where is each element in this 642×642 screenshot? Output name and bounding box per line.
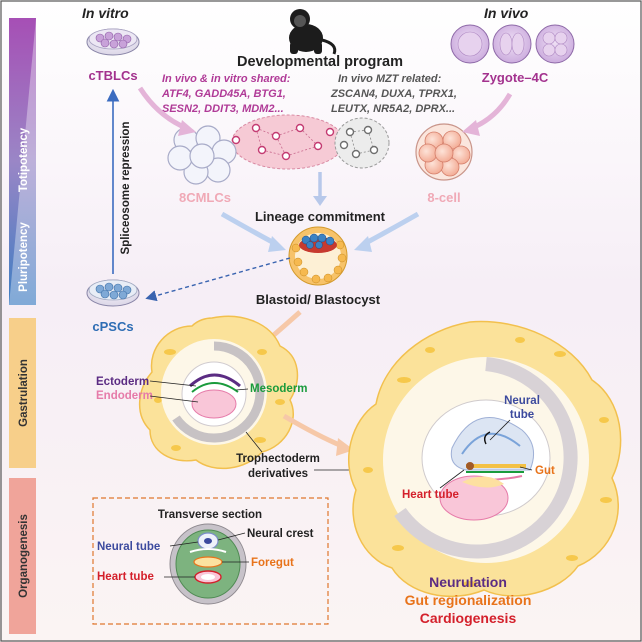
- gastrulation-label: Gastrulation: [18, 359, 30, 427]
- cpscs-dish-icon: [86, 279, 140, 307]
- 8cmlcs-cell-cluster-icon: [167, 125, 237, 185]
- zygote-4c-label: Zygote–4C: [482, 70, 549, 85]
- in-vivo-header: In vivo: [484, 5, 529, 21]
- neural-tube-big-label-line1: Neural: [504, 395, 540, 407]
- shared-genes-line1: ATF4, GADD45A, BTG1,: [161, 88, 286, 100]
- arrow-blastoid-to-cpscs: [145, 257, 291, 302]
- shared-network-cloud: [231, 114, 345, 170]
- trophectoderm-pointer-left: [245, 431, 263, 453]
- mesoderm-pointer: [235, 388, 249, 391]
- transverse-section-box: [92, 497, 329, 625]
- heart-tube-big-label: Heart tube: [402, 489, 459, 501]
- gut-regionalization-label: Gut regionalization: [405, 592, 532, 608]
- blastocyst-icon: [288, 226, 348, 286]
- pluripotency-label: Pluripotency: [18, 222, 30, 292]
- neural-crest-label: Neural crest: [247, 528, 314, 540]
- arrow-8cmlcs-to-blastoid-head: [268, 236, 286, 252]
- zygote-4c-icons: [450, 24, 575, 64]
- ctblcs-label: cTBLCs: [88, 68, 137, 83]
- lineage-commitment-label: Lineage commitment: [255, 209, 386, 224]
- 8-cell-label: 8-cell: [427, 190, 460, 205]
- neurulation-label: Neurulation: [429, 574, 507, 590]
- gastrula-embryo-icon: [138, 315, 299, 470]
- neural-tube-small-label: Neural tube: [97, 541, 160, 553]
- arrow-ctblcs-to-8cmlcs-head: [178, 120, 196, 136]
- arrow-program-to-lineage-head: [313, 196, 327, 206]
- ectoderm-pointer: [149, 380, 197, 387]
- heart-tube-small-label: Heart tube: [97, 571, 154, 583]
- foregut-label: Foregut: [251, 557, 294, 569]
- heart-tube-big-pointer: [439, 469, 465, 489]
- arrow-8cell-to-blastocyst-head: [354, 236, 372, 252]
- trophectoderm-label-line2: derivatives: [248, 468, 308, 480]
- mzt-genes-line1: ZSCAN4, DUXA, TPRX1,: [330, 88, 457, 100]
- transverse-section-diagram: [169, 523, 247, 605]
- trophectoderm-label-line1: Trophectoderm: [236, 453, 320, 465]
- mzt-genes-line2: LEUTX, NR5A2, DPRX...: [331, 103, 455, 115]
- monkey-icon: [289, 9, 337, 55]
- 8-cell-embryo-icon: [415, 123, 473, 181]
- organogenesis-bar: [9, 478, 36, 634]
- neural-tube-big-label-line2: tube: [510, 409, 534, 421]
- mzt-network-cloud: [334, 117, 390, 169]
- shared-genes-title: In vivo & in vitro shared:: [162, 73, 291, 85]
- 8cmlcs-label: 8CMLCs: [179, 190, 231, 205]
- blastoid-blastocyst-label: Blastoid/ Blastocyst: [256, 292, 381, 307]
- neural-tube-big-pointer: [489, 419, 511, 441]
- totipotency-pluripotency-bar: [9, 18, 36, 305]
- gut-label: Gut: [535, 465, 555, 477]
- neural-crest-pointer: [217, 532, 246, 541]
- totipotency-label: Totipotency: [18, 127, 30, 192]
- gut-pointer: [519, 466, 533, 471]
- in-vitro-header: In vitro: [82, 5, 129, 21]
- ectoderm-label: Ectoderm: [96, 376, 149, 388]
- arrow-zygote-to-8cell-head: [462, 120, 480, 136]
- endoderm-label: Endoderm: [96, 390, 153, 402]
- neural-tube-small-pointer: [169, 541, 199, 547]
- mesoderm-label: Mesoderm: [250, 383, 308, 395]
- gastrulation-bar: [9, 318, 36, 468]
- cpscs-label: cPSCs: [92, 319, 133, 334]
- endoderm-pointer: [149, 395, 199, 403]
- ctblcs-dish-icon: [86, 28, 140, 56]
- transverse-section-title: Transverse section: [158, 509, 262, 521]
- mzt-genes-title: In vivo MZT related:: [338, 73, 442, 85]
- organogenesis-label: Organogenesis: [18, 514, 30, 598]
- spliceosome-repression-label: Spliceosome repression: [120, 122, 132, 255]
- organogenesis-embryo-icon: [348, 320, 622, 598]
- cardiogenesis-label: Cardiogenesis: [420, 610, 517, 626]
- shared-genes-line2: SESN2, DDIT3, MDM2...: [162, 103, 284, 115]
- developmental-program-title: Developmental program: [237, 54, 403, 70]
